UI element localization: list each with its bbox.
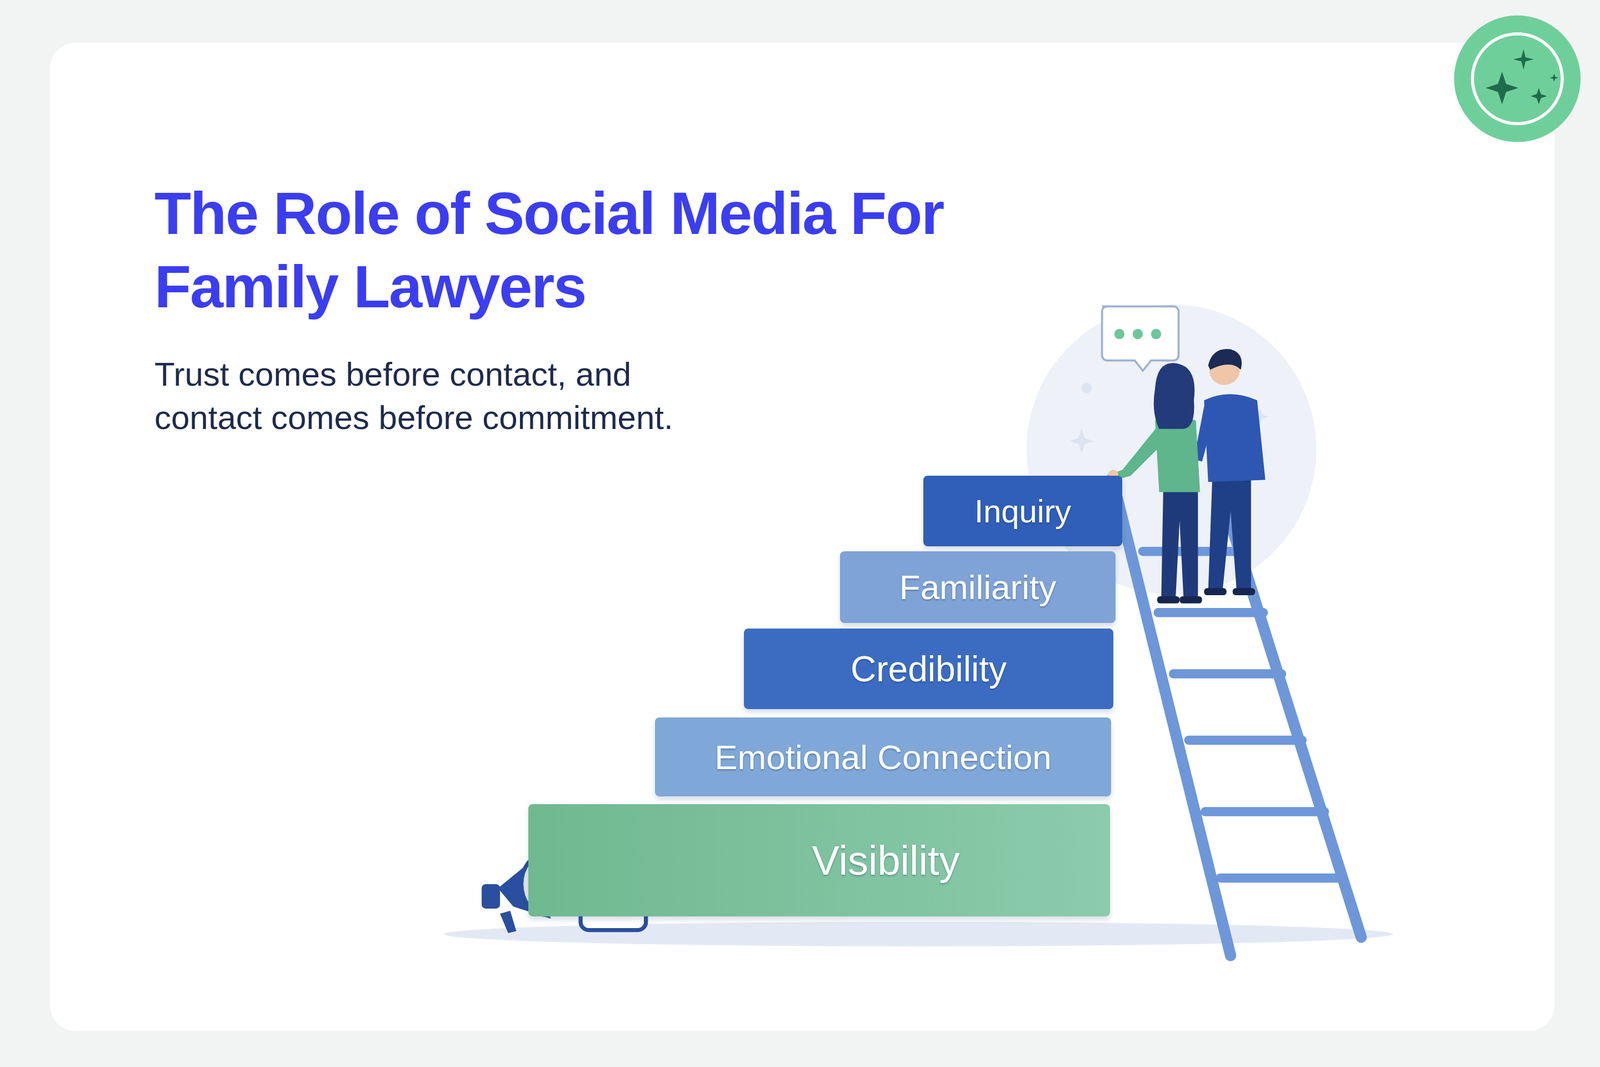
woman-figure [1108,362,1203,604]
subtitle-text: Trust comes before contact, and contact … [154,352,710,440]
step-label: Inquiry [974,492,1072,530]
sparkle-badge [1453,15,1581,143]
man-figure [1193,348,1266,595]
step-block: Familiarity [840,551,1116,623]
step-block: Emotional Connection [655,717,1112,797]
diagram-title: The Role of Social Media For Family Lawy… [154,176,960,324]
step-block: Credibility [743,628,1114,709]
step-label: Credibility [850,648,1007,690]
step-label: Visibility [812,836,960,884]
step-block: Visibility [528,803,1110,917]
ladder [1112,477,1362,956]
step-label: Familiarity [899,567,1057,607]
step-label: Emotional Connection [714,737,1052,777]
step-block: Inquiry [923,475,1123,547]
speech-bubble [1102,306,1179,371]
